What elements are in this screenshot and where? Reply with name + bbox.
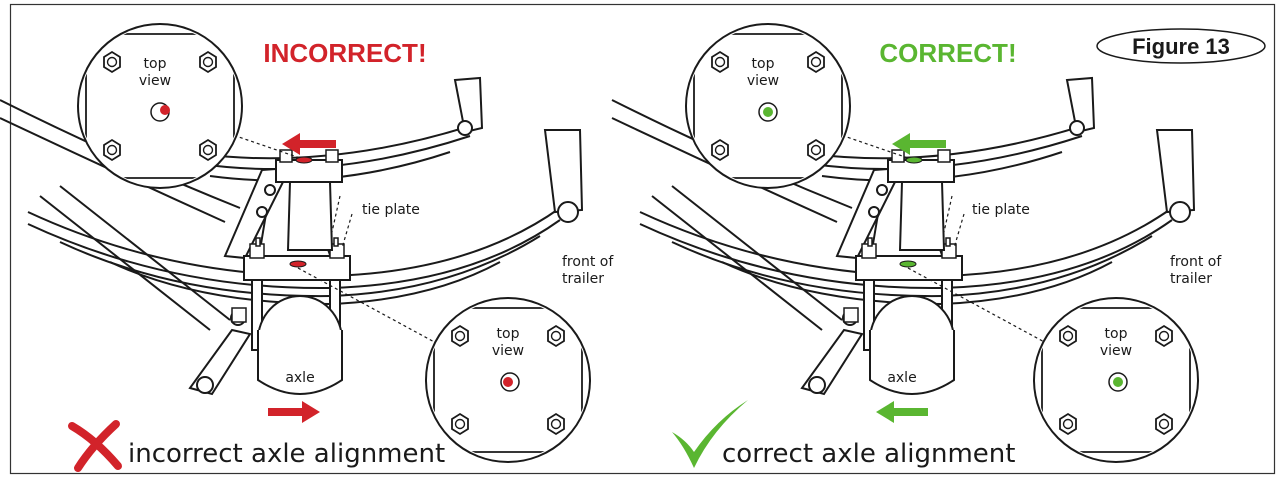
- svg-text:Figure 13: Figure 13: [1132, 34, 1230, 59]
- lower-tie-plate-hole: [289, 260, 307, 268]
- front-of-trailer-label: front of trailer: [562, 254, 618, 287]
- tie-plate-label: tie plate: [362, 202, 420, 218]
- panel-caption: correct axle alignment: [722, 439, 1015, 469]
- centered-hole-marker: [1113, 377, 1123, 387]
- offset-hole-marker: [160, 105, 170, 115]
- upper-tie-plate-hole: [295, 156, 313, 164]
- check-mark-icon: [672, 400, 748, 468]
- panel-heading: INCORRECT!: [263, 38, 426, 68]
- lower-arrow-right: [268, 401, 320, 423]
- upper-arrow-left: [892, 133, 946, 155]
- lower-tie-plate-hole: [899, 260, 917, 268]
- panel-caption: incorrect axle alignment: [128, 439, 445, 469]
- upper-arrow-left: [282, 133, 336, 155]
- axle-label: axle: [285, 370, 314, 386]
- figure-label: Figure 13: [1096, 28, 1266, 64]
- panel-heading: CORRECT!: [879, 38, 1016, 68]
- offset-hole-marker: [503, 377, 513, 387]
- x-cross-icon: [68, 420, 122, 472]
- front-of-trailer-label: front of trailer: [1170, 254, 1226, 287]
- upper-tie-plate-hole: [905, 156, 923, 164]
- centered-hole-marker: [763, 107, 773, 117]
- tie-plate-label: tie plate: [972, 202, 1030, 218]
- lower-arrow-left: [876, 401, 928, 423]
- axle-label: axle: [887, 370, 916, 386]
